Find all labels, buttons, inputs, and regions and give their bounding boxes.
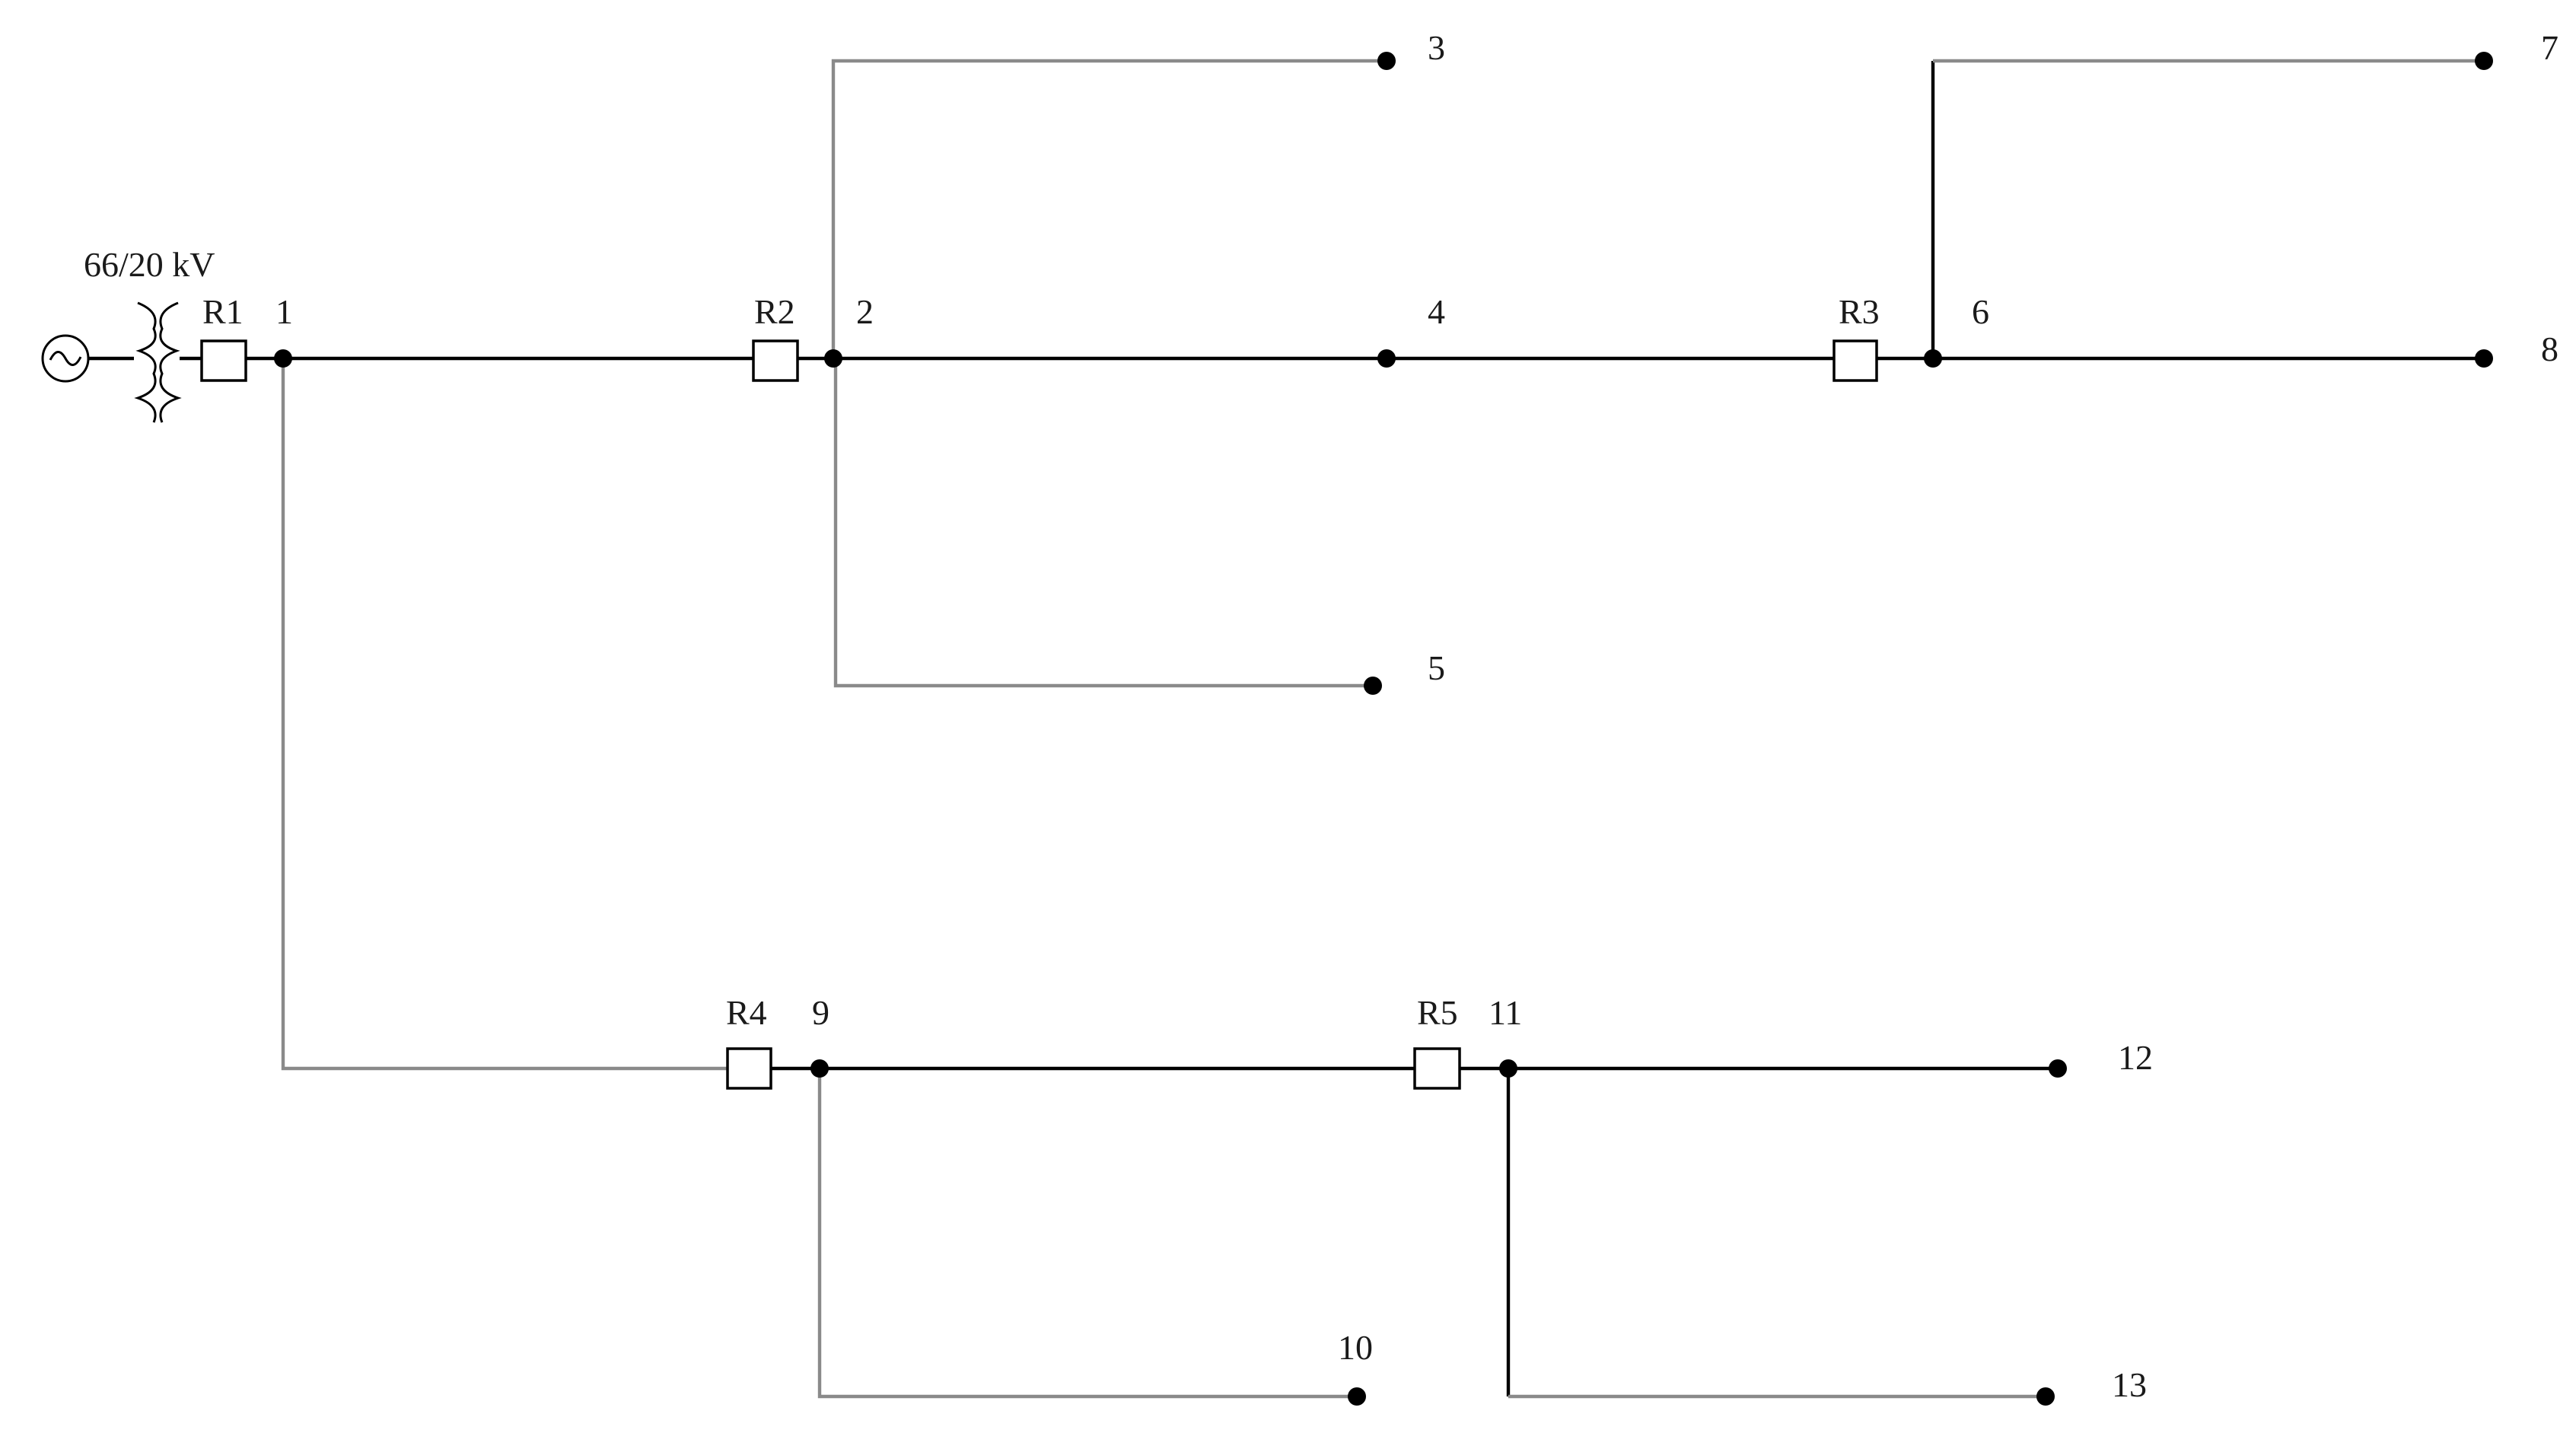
node-3 — [1377, 52, 1396, 70]
branch-2-3 — [831, 59, 1387, 358]
node-2 — [824, 349, 842, 368]
node-13 — [2036, 1387, 2055, 1406]
node-label-1: 1 — [275, 292, 293, 331]
transformer-icon — [134, 301, 182, 423]
recloser-label-r4: R4 — [726, 993, 767, 1032]
recloser-label-r2: R2 — [754, 292, 795, 331]
node-label-12: 12 — [2118, 1038, 2153, 1077]
recloser-r4 — [726, 1047, 772, 1090]
node-label-6: 6 — [1972, 292, 1989, 331]
node-11 — [1499, 1059, 1517, 1078]
node-10 — [1348, 1387, 1366, 1406]
node-6 — [1924, 349, 1942, 368]
node-label-8: 8 — [2541, 330, 2558, 368]
ac-source-icon — [41, 334, 90, 383]
recloser-r2 — [752, 339, 799, 382]
node-5 — [1364, 677, 1382, 695]
node-label-5: 5 — [1428, 648, 1445, 687]
node-label-3: 3 — [1428, 28, 1445, 67]
node-label-2: 2 — [856, 292, 874, 331]
node-label-7: 7 — [2541, 28, 2558, 67]
branch-2-5 — [833, 358, 1373, 688]
node-label-10: 10 — [1338, 1328, 1373, 1367]
recloser-label-r1: R1 — [202, 292, 244, 331]
node-1 — [274, 349, 292, 368]
recloser-r3 — [1832, 339, 1878, 382]
node-4 — [1377, 349, 1396, 368]
node-9 — [810, 1059, 829, 1078]
node-12 — [2049, 1059, 2067, 1078]
node-label-4: 4 — [1428, 292, 1445, 331]
transformer-label: 66/20 kV — [84, 245, 215, 284]
node-8 — [2475, 349, 2493, 368]
recloser-label-r3: R3 — [1839, 292, 1880, 331]
node-label-9: 9 — [812, 993, 829, 1032]
branch-1-9 — [281, 358, 728, 1071]
branch-9-10 — [817, 1068, 1357, 1399]
node-label-11: 11 — [1489, 993, 1522, 1032]
recloser-r1 — [200, 339, 247, 382]
recloser-label-r5: R5 — [1417, 993, 1458, 1032]
recloser-r5 — [1413, 1047, 1461, 1090]
node-7 — [2475, 52, 2493, 70]
node-label-13: 13 — [2112, 1365, 2147, 1404]
